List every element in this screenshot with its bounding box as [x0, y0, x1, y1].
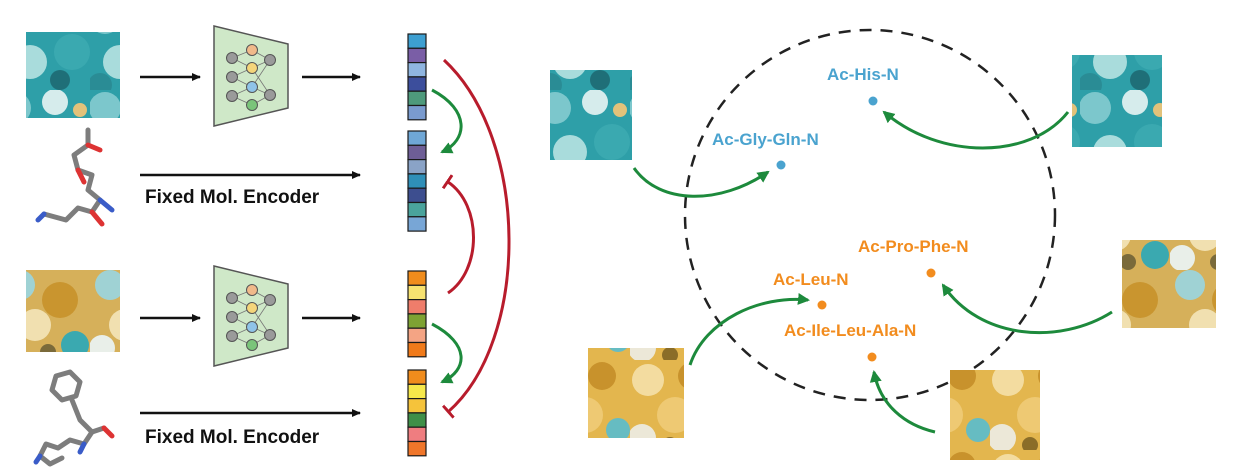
arrow-to-leu	[688, 293, 810, 366]
encoder-label-top: Fixed Mol. Encoder	[145, 187, 320, 208]
embedding-cell	[407, 187, 427, 204]
embedding-cell	[407, 398, 427, 414]
embedding-cell	[407, 341, 427, 358]
embedding-cell	[407, 313, 427, 329]
embedding-cell	[407, 369, 427, 385]
label-ac-leu-n: Ac-Leu-N	[773, 270, 849, 289]
protein-surface-blue-2	[550, 70, 632, 160]
embedding-vector-top-a	[407, 33, 427, 121]
embedding-cell	[407, 144, 427, 161]
point-ac-his-n	[868, 96, 878, 106]
embedding-space-circle	[683, 28, 1057, 402]
embedding-cell	[407, 299, 427, 315]
embedding-cell	[407, 90, 427, 107]
embedding-vector-bottom-b	[407, 369, 427, 457]
encoder-label-bottom: Fixed Mol. Encoder	[145, 427, 320, 448]
point-ac-ile-leu-ala-n	[867, 352, 877, 362]
attract-arrow-bottom	[431, 322, 463, 384]
embedding-cell	[407, 104, 427, 121]
embedding-vector-top-b	[407, 130, 427, 232]
embedding-cell	[407, 33, 427, 49]
label-ac-ile-leu-ala-n: Ac-Ile-Leu-Ala-N	[784, 321, 916, 340]
arrow-to-gly-gln	[632, 167, 770, 198]
embedding-cell	[407, 270, 427, 286]
molecule-structure-top	[35, 127, 115, 227]
arrow-to-ile-leu-ala	[869, 370, 936, 434]
embedding-cell	[407, 159, 427, 175]
point-ac-leu-n	[817, 300, 827, 310]
embedding-cell	[407, 47, 427, 64]
protein-surface-gold-2	[950, 370, 1040, 460]
embedding-cell	[407, 216, 427, 232]
embedding-cell	[407, 173, 427, 189]
label-ac-his-n: Ac-His-N	[827, 65, 899, 84]
neural-network-bottom	[213, 265, 289, 367]
label-ac-gly-gln-n: Ac-Gly-Gln-N	[712, 130, 819, 149]
molecule-structure-bottom	[33, 369, 115, 467]
embedding-cell	[407, 130, 427, 146]
embedding-cell	[407, 426, 427, 443]
repel-arc-outer	[441, 58, 511, 419]
repel-arc-inner	[441, 174, 475, 295]
embedding-cell	[407, 284, 427, 301]
embedding-cell	[407, 440, 427, 457]
point-ac-pro-phe-n	[926, 268, 936, 278]
point-ac-gly-gln-n	[776, 160, 786, 170]
embedding-cell	[407, 76, 427, 92]
protein-surface-gold-1	[588, 348, 684, 438]
embedding-vector-bottom-a	[407, 270, 427, 358]
arrow-to-his	[882, 110, 1070, 150]
neural-network-top	[213, 25, 289, 127]
protein-surface-blue-3	[1072, 55, 1162, 147]
embedding-cell	[407, 201, 427, 218]
label-ac-pro-phe-n: Ac-Pro-Phe-N	[858, 237, 969, 256]
protein-surface-mixed-1	[26, 270, 120, 352]
embedding-cell	[407, 327, 427, 344]
protein-surface-mixed-2	[1122, 240, 1216, 328]
protein-surface-blue-1	[26, 32, 120, 118]
embedding-cell	[407, 412, 427, 428]
attract-arrow-top	[431, 88, 463, 154]
arrow-to-pro-phe	[941, 283, 1113, 335]
embedding-cell	[407, 61, 427, 78]
embedding-cell	[407, 383, 427, 400]
